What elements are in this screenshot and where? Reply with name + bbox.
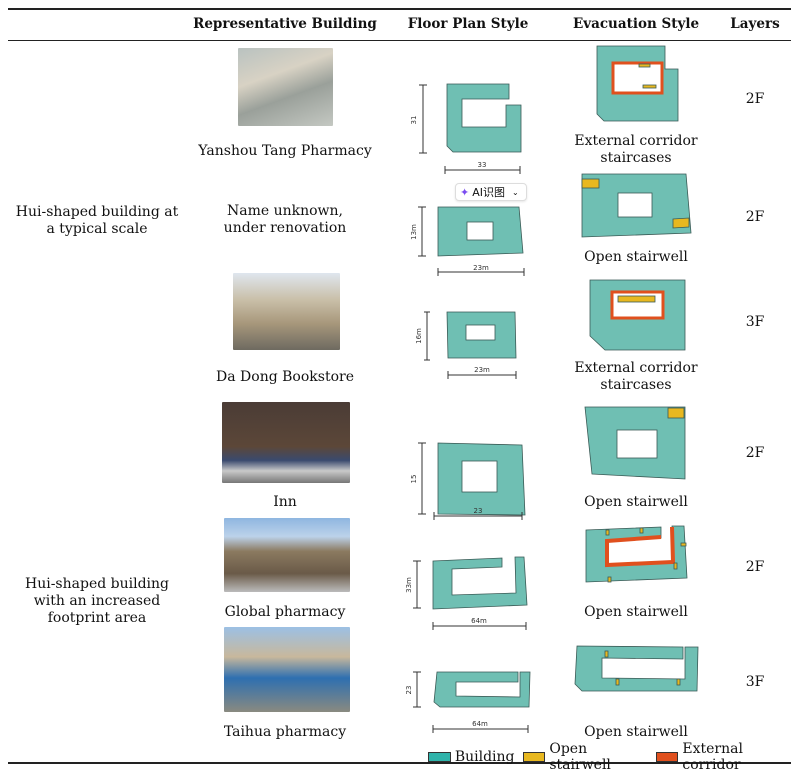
group-label: footprint area <box>47 610 147 626</box>
header-building: Representative Building <box>193 16 377 32</box>
evacuation-diagram <box>585 525 688 583</box>
dimension-label: 16m <box>415 328 423 344</box>
floor-plan-diagram <box>446 83 522 153</box>
legend-label: External corridor <box>682 741 743 771</box>
legend-swatch <box>522 752 546 762</box>
evacuation-diagram <box>596 45 679 122</box>
layers-value: 2F <box>745 91 765 107</box>
building-photo <box>224 518 350 592</box>
bottom-rule <box>8 762 791 764</box>
evacuation-label: Open stairwell <box>584 494 688 510</box>
dimension-label: 23 <box>474 507 483 515</box>
building-photo <box>233 273 340 350</box>
evacuation-diagram <box>589 279 686 351</box>
dimension-lines <box>413 84 529 733</box>
header-floor-plan: Floor Plan Style <box>407 16 529 32</box>
ai-recognize-button[interactable]: ✦ AI识图 ⌄ <box>455 183 527 201</box>
chevron-down-icon: ⌄ <box>512 187 519 197</box>
legend-label: Open stairwell <box>549 741 611 771</box>
evacuation-label: External corridor <box>574 360 698 376</box>
dimension-label: 23 <box>405 686 413 695</box>
group-label: Hui-shaped building <box>25 576 169 592</box>
evacuation-diagram <box>574 645 699 692</box>
header-evacuation: Evacuation Style <box>572 16 700 32</box>
building-photo <box>238 48 333 126</box>
dimension-label: 13m <box>410 224 418 240</box>
layers-value: 3F <box>745 674 765 690</box>
floor-plan-diagram <box>437 442 526 516</box>
layers-value: 2F <box>745 445 765 461</box>
dimension-label: 31 <box>410 116 418 125</box>
header-rule <box>8 40 791 41</box>
legend: Building Open stairwell External corrido… <box>428 741 799 771</box>
group-label: with an increased <box>33 593 161 609</box>
building-photo <box>222 402 350 483</box>
building-name: Yanshou Tang Pharmacy <box>198 143 372 159</box>
ai-button-label: AI识图 <box>472 186 505 199</box>
building-name: Da Dong Bookstore <box>216 369 354 385</box>
dimension-label: 23m <box>473 264 489 272</box>
building-name: Inn <box>273 494 297 510</box>
group-label: a typical scale <box>46 221 148 237</box>
evacuation-diagram <box>584 406 686 480</box>
legend-label: Building <box>454 749 515 765</box>
dimension-label: 33m <box>405 577 413 593</box>
header-layers: Layers <box>730 16 780 32</box>
layers-value: 2F <box>745 559 765 575</box>
evacuation-diagram <box>581 173 692 238</box>
layers-value: 2F <box>745 209 765 225</box>
dimension-label: 15 <box>410 475 418 484</box>
legend-swatch <box>428 752 451 762</box>
floor-plan-diagram <box>437 206 524 257</box>
dimension-label: 64m <box>471 617 487 625</box>
legend-swatch <box>655 752 679 762</box>
evacuation-label: Open stairwell <box>584 249 688 265</box>
layers-value: 3F <box>745 314 765 330</box>
evacuation-label: staircases <box>600 377 672 393</box>
top-rule <box>8 8 791 10</box>
dimension-label: 64m <box>472 720 488 728</box>
building-name: Global pharmacy <box>224 604 346 620</box>
floor-plan-diagram <box>446 311 517 359</box>
evacuation-label: Open stairwell <box>584 604 688 620</box>
dimension-label: 23m <box>474 366 490 374</box>
floor-plan-diagram <box>433 671 531 708</box>
dimension-label: 33 <box>478 161 487 169</box>
evacuation-label: Open stairwell <box>584 724 688 740</box>
building-name: Name unknown, <box>226 203 344 219</box>
building-name: Taihua pharmacy <box>223 724 347 740</box>
building-photo <box>224 627 350 712</box>
group-label: Hui-shaped building at <box>15 204 179 220</box>
evacuation-label: staircases <box>600 150 672 166</box>
sparkle-icon: ✦ <box>460 185 470 199</box>
building-name: under renovation <box>223 220 347 236</box>
floor-plan-diagram <box>432 556 528 610</box>
evacuation-label: External corridor <box>574 133 698 149</box>
